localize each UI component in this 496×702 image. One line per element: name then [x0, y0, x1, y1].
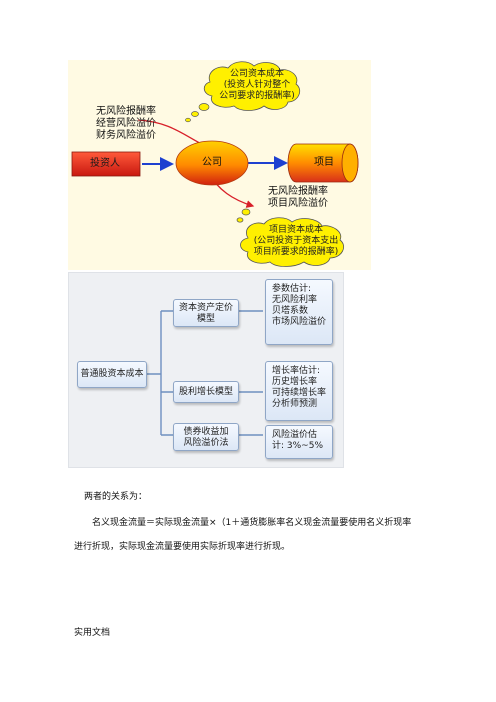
top-cloud-line-3: 公司要求的报酬率): [219, 91, 295, 101]
bottom-cloud-line-2: (公司投资于资本支出: [253, 236, 339, 246]
bottom-cloud: [236, 208, 344, 267]
detail-box-dividend: 增长率估计: 历史增长率 可持续增长率 分析师预测: [265, 361, 333, 421]
investor-box: [71, 151, 141, 177]
diagram-canvas: [71, 61, 359, 267]
method-bond-line-2: 风险溢价法: [183, 438, 229, 448]
left-label-2: 经营风险溢价: [96, 118, 156, 129]
company-label: 公司: [202, 157, 222, 168]
bottom-label-2: 项目风险溢价: [268, 198, 328, 209]
relation-title: 两者的关系为：: [84, 492, 148, 502]
detail-dividend-line-1: 增长率估计:: [272, 366, 321, 376]
method-box-capm: 资本资产定价 模型: [173, 299, 239, 327]
detail-capm-line-1: 参数估计:: [272, 284, 312, 294]
top-cloud: [185, 61, 301, 123]
detail-capm-line-2: 无风险利率: [272, 295, 318, 305]
connector-lines: [147, 310, 263, 436]
top-cloud-line-1: 公司资本成本: [229, 69, 284, 79]
investor-label: 投资人: [90, 158, 120, 169]
detail-capm-line-4: 市场风险溢价: [272, 317, 327, 327]
bottom-cloud-line-1: 项目资本成本: [268, 225, 323, 235]
formula-line-2: 进行折现，实际现金流量要使用实际折现率进行折现。: [74, 542, 291, 552]
top-cloud-line-2: (投资人针对整个: [223, 80, 291, 90]
detail-box-capm: 参数估计: 无风险利率 贝塔系数 市场风险溢价: [265, 279, 333, 345]
method-box-dividend: 股利增长模型: [173, 381, 239, 403]
company-project-cost-diagram: 无风险报酬率 经营风险溢价 财务风险溢价 投资人 公司 项目 无风险报酬率 项目…: [68, 60, 371, 270]
left-label-1: 无风险报酬率: [96, 106, 156, 117]
method-dividend-line-1: 股利增长模型: [178, 387, 233, 397]
method-capm-line-2: 模型: [196, 314, 215, 324]
detail-dividend-line-2: 历史增长率: [272, 377, 318, 387]
detail-dividend-line-4: 分析师预测: [272, 399, 318, 409]
detail-capm-line-3: 贝塔系数: [272, 306, 309, 316]
detail-bond-line-1: 风险溢价估: [272, 430, 318, 440]
method-bond-line-1: 债券收益加: [183, 427, 229, 437]
bottom-label-1: 无风险报酬率: [268, 186, 328, 197]
project-label: 项目: [314, 157, 334, 168]
detail-box-bond: 风险溢价估 计: 3%~5%: [265, 425, 333, 459]
footer-label: 实用文档: [74, 628, 111, 638]
formula-line-1: 名义现金流量＝实际现金流量×（1＋通货膨胀率名义现金流量要使用名义折现率: [92, 518, 412, 528]
project-cylinder: [287, 143, 359, 183]
method-box-bond: 债券收益加 风险溢价法: [173, 423, 239, 451]
root-label: 普通股资本成本: [80, 369, 144, 379]
root-box: 普通股资本成本: [77, 361, 147, 388]
bottom-cloud-line-3: 项目所要求的报酬率): [253, 247, 339, 257]
left-label-3: 财务风险溢价: [96, 130, 156, 141]
detail-bond-line-2: 计: 3%~5%: [272, 441, 323, 451]
company-ellipse: [175, 140, 249, 186]
method-capm-line-1: 资本资产定价: [178, 303, 233, 313]
equity-cost-methods-diagram: 普通股资本成本 资本资产定价 模型 股利增长模型 债券收益加 风险溢价法 参数估…: [68, 272, 344, 468]
detail-dividend-line-3: 可持续增长率: [272, 388, 327, 398]
